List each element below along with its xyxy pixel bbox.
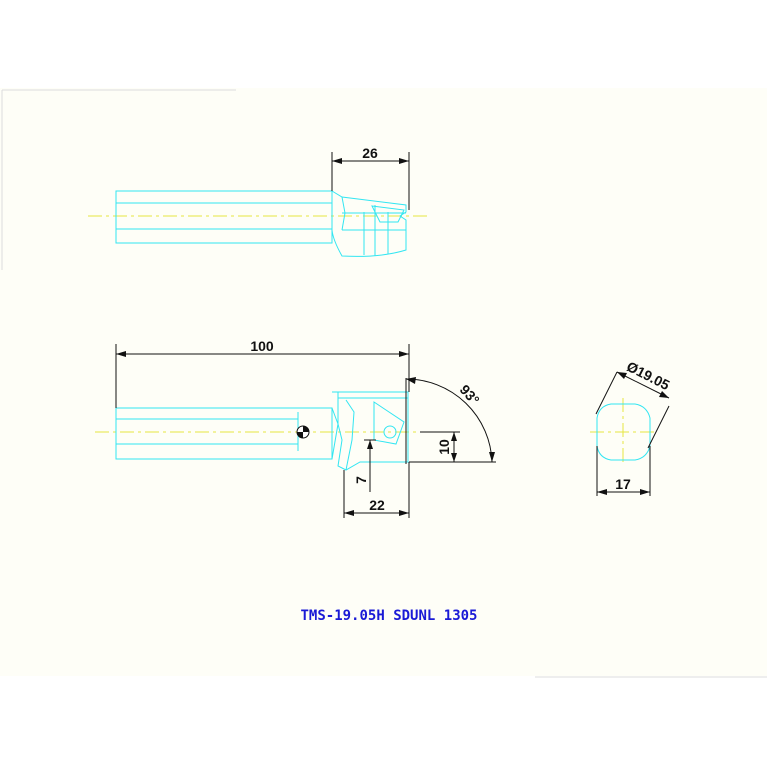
dim-label-100: 100 (250, 338, 274, 354)
dim-22: 22 (343, 462, 410, 518)
dim-label-26: 26 (362, 145, 378, 161)
end-view-shank-profile (596, 403, 651, 461)
dim-100: 100 (115, 338, 410, 408)
top-view-head (331, 190, 407, 257)
front-view-head (332, 391, 409, 471)
dim-7: 7 (353, 439, 376, 492)
dim-17: 17 (596, 446, 651, 496)
sheet-border (1, 89, 767, 678)
drawing-title: TMS-19.05H SDUNL 1305 (300, 608, 477, 624)
drawing-sheet (0, 88, 767, 676)
dim-label-17: 17 (615, 476, 631, 492)
dim-26: 26 (331, 145, 410, 210)
dim-label-22: 22 (369, 497, 385, 513)
top-view-shank (115, 190, 333, 244)
dim-10: 10 (420, 431, 460, 462)
dim-label-10: 10 (436, 439, 452, 455)
top-view: 26 (88, 145, 430, 257)
dim-label-7: 7 (353, 476, 369, 484)
coolant-hole-symbol (296, 425, 310, 439)
